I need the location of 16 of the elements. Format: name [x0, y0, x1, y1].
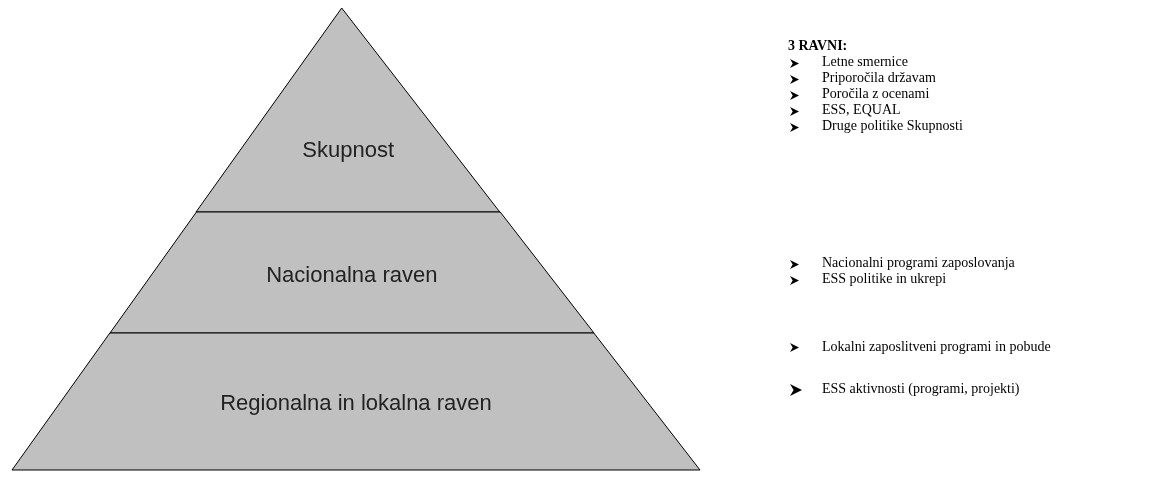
- list-item: Poročila z ocenami: [822, 86, 930, 102]
- pyramid-level: [12, 333, 700, 470]
- list-heading: 3 RAVNI:: [788, 38, 848, 54]
- pyramid-level: [109, 212, 594, 333]
- list-item: Druge politike Skupnosti: [822, 118, 963, 134]
- list-item: ESS aktivnosti (programi, projekti): [822, 381, 1020, 397]
- pyramid-level: [196, 8, 501, 212]
- level-label: Skupnost: [301, 137, 396, 163]
- list-item: ESS politike in ukrepi: [822, 271, 947, 287]
- list-item: Priporočila državam: [822, 70, 936, 86]
- list-item: Lokalni zaposlitveni programi in pobude: [822, 338, 1052, 355]
- list-item: Nacionalni programi zaposlovanja: [822, 255, 1015, 271]
- list-item: Letne smernice: [822, 54, 908, 70]
- list-item: ESS, EQUAL: [822, 102, 901, 118]
- level-label: Nacionalna raven: [265, 262, 439, 288]
- level-label: Regionalna in lokalna raven: [219, 390, 493, 416]
